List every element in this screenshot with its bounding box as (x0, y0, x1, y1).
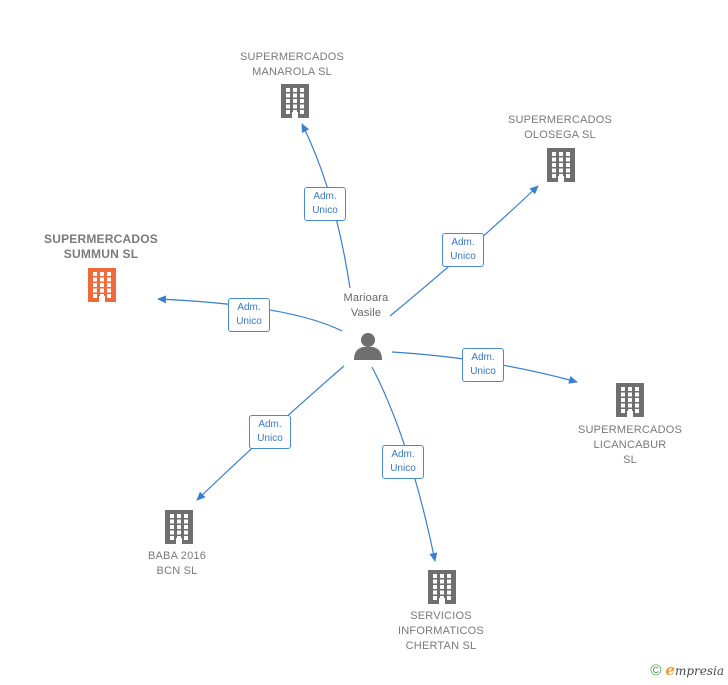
edge-label-summun[interactable]: Adm. Unico (228, 298, 270, 332)
edge-label-manarola[interactable]: Adm. Unico (304, 187, 346, 221)
edge-summun (157, 295, 343, 332)
edge-label-role-type: Unico (390, 463, 416, 474)
company-label-licancabur[interactable]: SUPERMERCADOS LICANCABUR SL (577, 424, 683, 466)
person-name: Marioara Vasile (343, 292, 389, 319)
company-label-baba[interactable]: BABA 2016 BCN SL (147, 550, 207, 577)
edge-label-role: Adm. (258, 419, 282, 430)
company-label-servicios[interactable]: SERVICIOS INFORMATICOS CHERTAN SL (398, 610, 484, 652)
edge-label-licancabur[interactable]: Adm. Unico (462, 348, 504, 382)
building-icon-summun[interactable] (88, 268, 116, 302)
company-label-manarola[interactable]: SUPERMERCADOS MANAROLA SL (239, 51, 345, 78)
edge-label-role: Adm. (451, 237, 475, 248)
edge-label-role-type: Unico (470, 366, 496, 377)
edge-label-role-type: Unico (257, 433, 283, 444)
building-icon-olosega[interactable] (547, 148, 575, 182)
copyright-footer: ©empresia (650, 661, 724, 679)
edge-label-role-type: Unico (450, 251, 476, 262)
edge-label-role: Adm. (237, 302, 261, 313)
edge-label-role-type: Unico (236, 316, 262, 327)
building-icon-licancabur[interactable] (616, 383, 644, 417)
building-icon-servicios[interactable] (428, 570, 456, 604)
company-label-summun[interactable]: SUPERMERCADOS SUMMUN SL (44, 232, 158, 261)
edge-label-olosega[interactable]: Adm. Unico (442, 233, 484, 267)
brand-logo[interactable]: empresia (665, 661, 724, 679)
building-icon-manarola[interactable] (281, 84, 309, 118)
person-icon[interactable] (354, 333, 382, 360)
building-icon-baba[interactable] (165, 510, 193, 544)
edge-label-role: Adm. (471, 352, 495, 363)
copyright-icon: © (650, 662, 662, 679)
edge-label-role-type: Unico (312, 205, 338, 216)
edge-label-baba[interactable]: Adm. Unico (249, 415, 291, 449)
edge-label-role: Adm. (313, 191, 337, 202)
edge-label-servicios[interactable]: Adm. Unico (382, 445, 424, 479)
company-label-olosega[interactable]: SUPERMERCADOS OLOSEGA SL (507, 114, 613, 141)
edge-label-role: Adm. (391, 449, 415, 460)
